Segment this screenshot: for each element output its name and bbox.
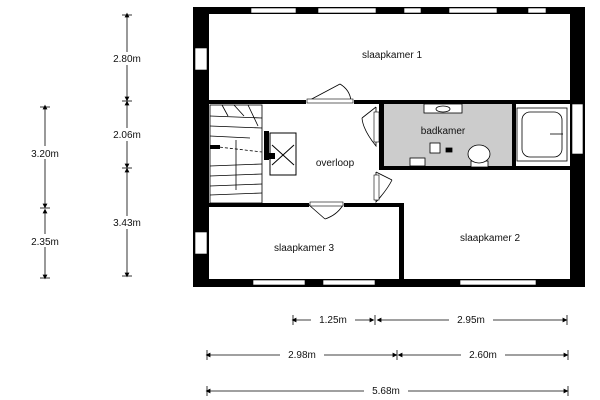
dimension-label-2-95: 2.95m <box>457 315 485 326</box>
room-label-slaapkamer-1: slaapkamer 1 <box>362 50 422 61</box>
bathtub <box>516 107 568 162</box>
dimension-label-3-43: 3.43m <box>113 218 141 229</box>
cupboard-shelf <box>267 153 275 159</box>
dimension-label-1-25: 1.25m <box>319 315 347 326</box>
dimension-label-2-98: 2.98m <box>288 350 316 361</box>
sink <box>423 103 463 114</box>
dimension-label-5-68: 5.68m <box>372 386 400 397</box>
door-leaves <box>306 98 380 207</box>
dimension-label-2-80: 2.80m <box>113 54 141 65</box>
dimension-line-left-outer <box>40 104 50 280</box>
top-windows <box>250 7 547 14</box>
stair-landing-marker <box>210 145 220 149</box>
shower-drain <box>409 142 453 167</box>
dimension-label-2-06: 2.06m <box>113 130 141 141</box>
room-label-overloop: overloop <box>316 158 355 169</box>
dimension-label-2-35: 2.35m <box>31 237 59 248</box>
right-window <box>571 103 584 155</box>
room-label-badkamer: badkamer <box>421 126 466 137</box>
bottom-windows <box>252 279 537 286</box>
room-label-slaapkamer-2: slaapkamer 2 <box>460 233 520 244</box>
dimension-line-bottom-row2 <box>205 350 569 360</box>
bathroom-floor <box>383 104 513 169</box>
left-windows <box>194 47 208 255</box>
dimension-label-3-20: 3.20m <box>31 149 59 160</box>
staircase <box>209 104 263 204</box>
dimension-label-2-60: 2.60m <box>469 350 497 361</box>
interior-walls <box>209 100 570 279</box>
toilet <box>467 144 491 168</box>
room-label-slaapkamer-3: slaapkamer 3 <box>274 243 334 254</box>
